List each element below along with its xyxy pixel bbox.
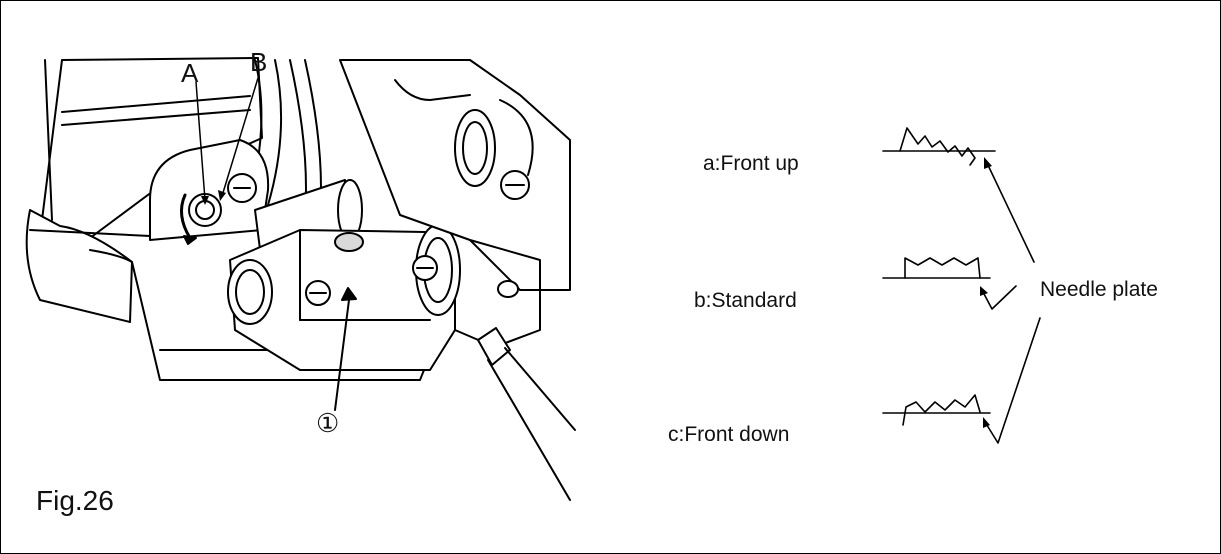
main-block	[227, 224, 461, 411]
needle-plate-pointers	[980, 157, 1041, 444]
callout-b: B	[250, 47, 268, 77]
label-standard: b:Standard	[694, 289, 797, 312]
callout-leaders	[195, 77, 259, 205]
figure-caption: Fig.26	[36, 485, 114, 516]
machine-bed	[25, 57, 441, 381]
profile-front-down	[882, 394, 991, 426]
right-housing	[339, 59, 571, 346]
callout-a: A	[181, 58, 199, 88]
profile-standard	[882, 257, 991, 279]
label-front-down: c:Front down	[668, 423, 790, 446]
profile-front-up	[882, 127, 996, 166]
callout-part-1: ①	[316, 408, 340, 438]
label-front-up: a:Front up	[703, 152, 799, 175]
label-needle-plate: Needle plate	[1040, 278, 1158, 301]
bracket-ab	[149, 139, 270, 245]
cable	[477, 327, 576, 501]
